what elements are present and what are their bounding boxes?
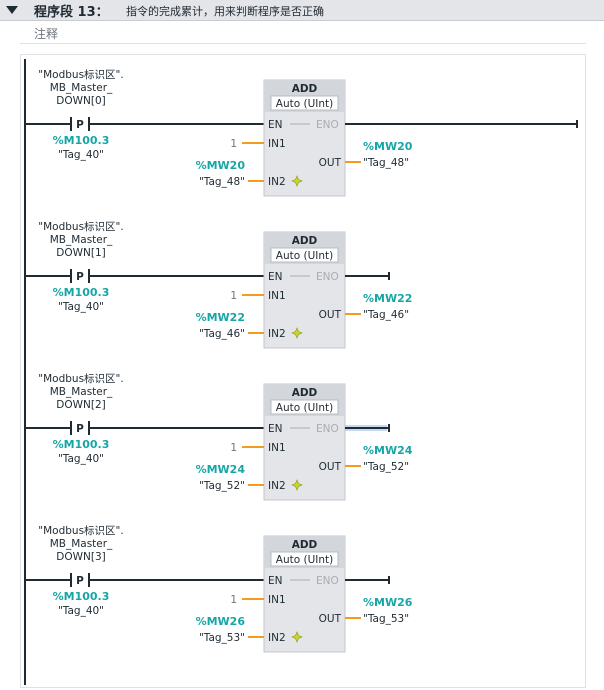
pin-en: EN <box>268 423 283 435</box>
pin-in2: IN2 <box>268 632 286 644</box>
in1-constant[interactable]: 1 <box>230 138 237 150</box>
pin-out: OUT <box>319 157 342 169</box>
in1-constant[interactable]: 1 <box>230 594 237 606</box>
pin-out: OUT <box>319 461 342 473</box>
edge-memory-tag[interactable]: "Tag_40" <box>58 605 104 617</box>
pin-in2: IN2 <box>268 328 286 340</box>
pin-en: EN <box>268 119 283 131</box>
contact-operand[interactable]: DOWN[2] <box>56 399 105 411</box>
in1-constant[interactable]: 1 <box>230 290 237 302</box>
add-box-title[interactable]: ADD <box>292 83 318 95</box>
edge-memory-tag[interactable]: "Tag_40" <box>58 149 104 161</box>
out-operand-address[interactable]: %MW24 <box>363 444 413 457</box>
in2-operand-tag[interactable]: "Tag_48" <box>199 176 245 188</box>
out-operand-address[interactable]: %MW26 <box>363 596 413 609</box>
sparkle-icon[interactable] <box>291 327 303 339</box>
contact-operand[interactable]: MB_Master_ <box>50 538 113 550</box>
pin-in2: IN2 <box>268 480 286 492</box>
pin-in1: IN1 <box>268 594 286 606</box>
datatype-selector[interactable] <box>270 551 339 567</box>
contact-operand[interactable]: "Modbus标识区". <box>38 221 123 233</box>
contact-operand[interactable]: "Modbus标识区". <box>38 525 123 537</box>
contact-type-label[interactable]: P <box>76 423 84 435</box>
edge-memory-address[interactable]: %M100.3 <box>53 134 110 147</box>
datatype-label[interactable]: Auto (UInt) <box>276 554 333 566</box>
pin-out: OUT <box>319 613 342 625</box>
pin-en: EN <box>268 575 283 587</box>
datatype-selector[interactable] <box>270 247 339 263</box>
contact-operand[interactable]: MB_Master_ <box>50 82 113 94</box>
edge-memory-address[interactable]: %M100.3 <box>53 438 110 451</box>
add-box-title[interactable]: ADD <box>292 539 318 551</box>
pin-in1: IN1 <box>268 138 286 150</box>
edge-memory-address[interactable]: %M100.3 <box>53 590 110 603</box>
in2-operand-tag[interactable]: "Tag_46" <box>199 328 245 340</box>
contact-operand[interactable]: MB_Master_ <box>50 234 113 246</box>
add-box-title[interactable]: ADD <box>292 387 318 399</box>
ladder-canvas: "Modbus标识区".MB_Master_DOWN[0]P%M100.3"Ta… <box>20 54 586 688</box>
network-description[interactable]: 指令的完成累计，用来判断程序是否正确 <box>126 5 324 18</box>
datatype-label[interactable]: Auto (UInt) <box>276 250 333 262</box>
datatype-label[interactable]: Auto (UInt) <box>276 402 333 414</box>
contact-type-label[interactable]: P <box>76 119 84 131</box>
pin-eno: ENO <box>316 119 339 131</box>
pin-in1: IN1 <box>268 290 286 302</box>
edge-memory-tag[interactable]: "Tag_40" <box>58 301 104 313</box>
in2-operand-address[interactable]: %MW26 <box>196 615 246 628</box>
contact-operand[interactable]: "Modbus标识区". <box>38 373 123 385</box>
out-operand-tag[interactable]: "Tag_53" <box>363 613 409 625</box>
contact-operand[interactable]: "Modbus标识区". <box>38 69 123 81</box>
sparkle-icon[interactable] <box>291 479 303 491</box>
pin-eno: ENO <box>316 575 339 587</box>
network-title: 程序段 13： <box>34 5 109 20</box>
contact-type-label[interactable]: P <box>76 271 84 283</box>
ladder-diagram: "Modbus标识区".MB_Master_DOWN[0]P%M100.3"Ta… <box>24 59 578 685</box>
pin-out: OUT <box>319 309 342 321</box>
datatype-label[interactable]: Auto (UInt) <box>276 98 333 110</box>
sparkle-icon[interactable] <box>291 631 303 643</box>
out-operand-address[interactable]: %MW22 <box>363 292 412 305</box>
pin-in2: IN2 <box>268 176 286 188</box>
in2-operand-tag[interactable]: "Tag_52" <box>199 480 245 492</box>
sparkle-icon[interactable] <box>291 175 303 187</box>
in1-constant[interactable]: 1 <box>230 442 237 454</box>
in2-operand-address[interactable]: %MW24 <box>196 463 246 476</box>
pin-in1: IN1 <box>268 442 286 454</box>
out-operand-tag[interactable]: "Tag_52" <box>363 461 409 473</box>
edge-memory-tag[interactable]: "Tag_40" <box>58 453 104 465</box>
contact-operand[interactable]: DOWN[1] <box>56 247 105 259</box>
contact-operand[interactable]: MB_Master_ <box>50 386 113 398</box>
pin-en: EN <box>268 271 283 283</box>
contact-operand[interactable]: DOWN[0] <box>56 95 105 107</box>
out-operand-tag[interactable]: "Tag_46" <box>363 309 409 321</box>
add-box-title[interactable]: ADD <box>292 235 318 247</box>
datatype-selector[interactable] <box>270 95 339 111</box>
network-comment[interactable]: 注释 <box>20 23 586 44</box>
in2-operand-tag[interactable]: "Tag_53" <box>199 632 245 644</box>
in2-operand-address[interactable]: %MW22 <box>196 311 245 324</box>
edge-memory-address[interactable]: %M100.3 <box>53 286 110 299</box>
network-header: 程序段 13： 指令的完成累计，用来判断程序是否正确 <box>0 0 604 21</box>
triangle-down-icon[interactable] <box>6 6 18 14</box>
contact-operand[interactable]: DOWN[3] <box>56 551 105 563</box>
pin-eno: ENO <box>316 271 339 283</box>
datatype-selector[interactable] <box>270 399 339 415</box>
in2-operand-address[interactable]: %MW20 <box>196 159 246 172</box>
out-operand-tag[interactable]: "Tag_48" <box>363 157 409 169</box>
out-operand-address[interactable]: %MW20 <box>363 140 413 153</box>
pin-eno: ENO <box>316 423 339 435</box>
contact-type-label[interactable]: P <box>76 575 84 587</box>
